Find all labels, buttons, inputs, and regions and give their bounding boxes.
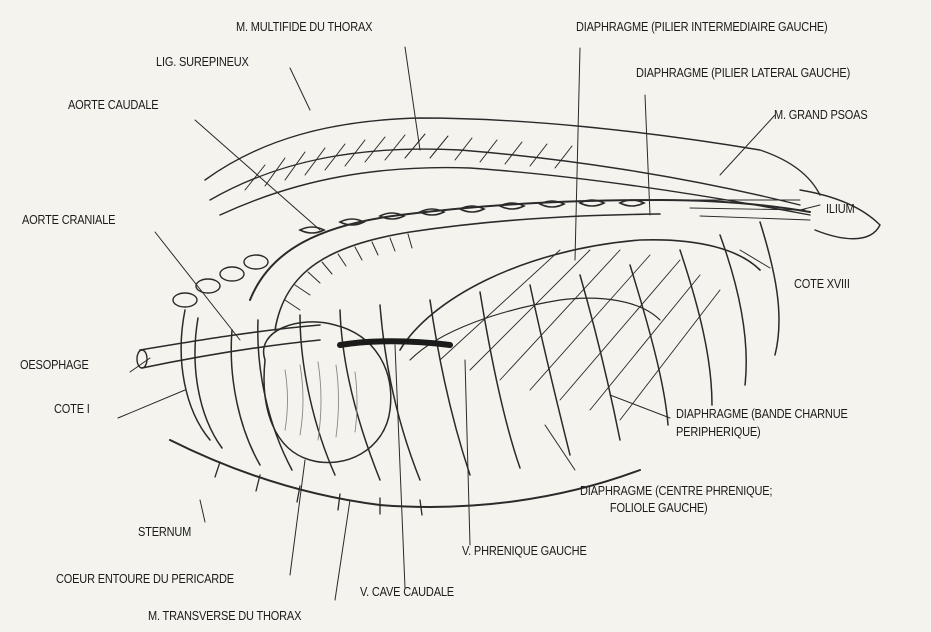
label-diaph-centre-line2: FOLIOLE GAUCHE) (580, 501, 772, 516)
label-diaph-bande-line1: DIAPHRAGME (BANDE CHARNUE (676, 407, 848, 422)
dorsal-muscle-band (210, 149, 800, 205)
vertebral-bodies (300, 200, 644, 233)
multifidus-hatching (245, 134, 572, 190)
label-cote-xviii: COTE XVIII (794, 277, 850, 292)
label-multifide: M. MULTIFIDE DU THORAX (236, 20, 372, 35)
cervical-vertebrae (173, 255, 268, 307)
ribs (181, 222, 779, 480)
label-sternum: STERNUM (138, 525, 191, 540)
label-diaph-centre: DIAPHRAGME (CENTRE PHRENIQUE; FOLIOLE GA… (580, 484, 772, 516)
label-pilier-intermediaire: DIAPHRAGME (PILIER INTERMEDIAIRE GAUCHE) (576, 20, 828, 35)
label-psoas: M. GRAND PSOAS (774, 108, 868, 123)
label-phrenique: V. PHRENIQUE GAUCHE (462, 544, 587, 559)
label-diaph-bande: DIAPHRAGME (BANDE CHARNUE PERIPHERIQUE) (676, 407, 848, 440)
dorsal-muscle-band-2 (220, 168, 810, 215)
heart-shading (285, 362, 357, 440)
label-cave: V. CAVE CAUDALE (360, 585, 454, 600)
label-transverse: M. TRANSVERSE DU THORAX (148, 609, 301, 624)
costal-cartilages (215, 462, 422, 515)
aorta-hatching (285, 234, 412, 310)
label-aorte-craniale: AORTE CRANIALE (22, 213, 115, 228)
label-cote-i: COTE I (54, 402, 90, 417)
label-surepineux: LIG. SUREPINEUX (156, 55, 249, 70)
supraspinous-ligament-outline (205, 118, 820, 195)
label-coeur: COEUR ENTOURE DU PERICARDE (56, 572, 234, 587)
oesophagus-opening (137, 350, 147, 368)
aorta (275, 214, 660, 330)
leader-lines (118, 47, 820, 600)
label-oesophage: OESOPHAGE (20, 358, 89, 373)
label-ilium: ILIUM (826, 202, 854, 217)
label-diaph-centre-line1: DIAPHRAGME (CENTRE PHRENIQUE; (580, 484, 772, 499)
label-pilier-lateral: DIAPHRAGME (PILIER LATERAL GAUCHE) (636, 66, 850, 81)
label-aorte-caudale: AORTE CAUDALE (68, 98, 158, 113)
vena-cava (340, 341, 450, 345)
label-diaph-bande-line2: PERIPHERIQUE) (676, 425, 848, 440)
oesophagus (140, 325, 320, 350)
